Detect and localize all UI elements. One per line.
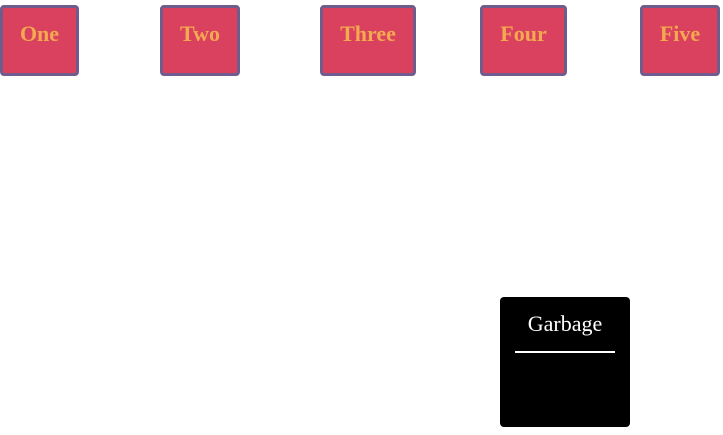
- garbage-divider: [515, 351, 615, 353]
- draggable-tile-one[interactable]: One: [0, 5, 79, 76]
- tile-label: Four: [500, 21, 547, 46]
- draggable-tile-two[interactable]: Two: [160, 5, 240, 76]
- draggable-tile-three[interactable]: Three: [320, 5, 416, 76]
- draggable-tile-five[interactable]: Five: [640, 5, 720, 76]
- garbage-drop-zone[interactable]: Garbage: [500, 297, 630, 427]
- tile-label: Five: [659, 21, 701, 46]
- garbage-title: Garbage: [527, 311, 603, 336]
- tile-label: One: [19, 21, 60, 46]
- draggable-tile-four[interactable]: Four: [480, 5, 567, 76]
- tile-label: Three: [340, 21, 396, 46]
- tile-label: Two: [180, 21, 220, 46]
